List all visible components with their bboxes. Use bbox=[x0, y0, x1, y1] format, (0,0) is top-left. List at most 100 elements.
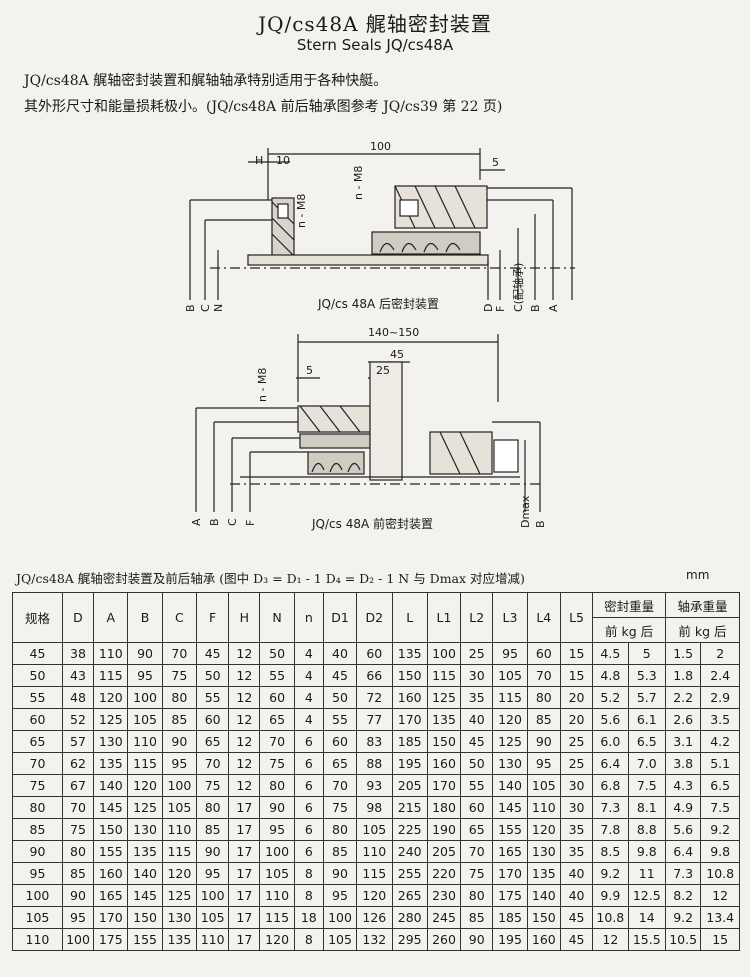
table-cell: 135 bbox=[426, 708, 462, 731]
table-cell: 295 bbox=[391, 928, 428, 951]
front-dim-45: 45 bbox=[390, 348, 404, 361]
table-cell: 12 bbox=[700, 884, 740, 907]
table-cell: 90 bbox=[196, 840, 230, 863]
table-cell: 70 bbox=[161, 642, 198, 665]
table-cell: 50 bbox=[259, 642, 295, 665]
table-cell: 55 bbox=[460, 774, 494, 797]
table-cell: 60 bbox=[259, 686, 295, 709]
table-cell: 135 bbox=[93, 752, 129, 775]
table-cell: 140 bbox=[492, 774, 528, 797]
table-cell: 225 bbox=[391, 818, 428, 841]
table-cell: 100 bbox=[161, 774, 198, 797]
table-cell: 30 bbox=[460, 664, 494, 687]
table-cell: 75 bbox=[196, 774, 230, 797]
col-header: N bbox=[259, 592, 295, 643]
table-cell: 6.8 bbox=[592, 774, 629, 797]
table-cell: 95 bbox=[322, 884, 358, 907]
table-cell: 72 bbox=[356, 686, 393, 709]
front-bolt: n - M8 bbox=[256, 368, 269, 402]
table-cell: 95 bbox=[127, 664, 163, 687]
table-cell: 120 bbox=[93, 686, 129, 709]
table-cell: 60 bbox=[356, 642, 393, 665]
table-cell: 40 bbox=[559, 862, 594, 885]
table-cell: 75 bbox=[322, 796, 358, 819]
table-cell: 90 bbox=[127, 642, 163, 665]
table-cell: 8.1 bbox=[627, 796, 666, 819]
table-cell: 1.5 bbox=[664, 642, 702, 665]
table-cell: 120 bbox=[127, 774, 163, 797]
table-cell: 65 bbox=[12, 730, 63, 753]
table-cell: 4.8 bbox=[592, 664, 629, 687]
table-cell: 6 bbox=[293, 774, 324, 797]
table-cell: 15 bbox=[559, 642, 594, 665]
table-cell: 150 bbox=[93, 818, 129, 841]
col-header: L3 bbox=[492, 592, 528, 643]
table-cell: 105 bbox=[526, 774, 561, 797]
page-subtitle: Stern Seals JQ/cs48A bbox=[296, 36, 454, 54]
col-header: n bbox=[293, 592, 324, 643]
table-cell: 105 bbox=[259, 862, 295, 885]
table-cell: 115 bbox=[93, 664, 129, 687]
table-cell: 35 bbox=[460, 686, 494, 709]
table-cell: 1.8 bbox=[664, 664, 702, 687]
front-dim-overall: 140~150 bbox=[368, 326, 419, 339]
table-cell: 145 bbox=[492, 796, 528, 819]
table-cell: 6 bbox=[293, 752, 324, 775]
table-cell: 130 bbox=[492, 752, 528, 775]
table-cell: 45 bbox=[322, 664, 358, 687]
table-cell: 75 bbox=[161, 664, 198, 687]
table-cell: 260 bbox=[426, 928, 462, 951]
table-cell: 115 bbox=[492, 686, 528, 709]
intro-line-2: 其外形尺寸和能量损耗极小。(JQ/cs48A 前后轴承图参考 JQ/cs39 第… bbox=[24, 99, 503, 115]
table-cell: 90 bbox=[161, 730, 198, 753]
table-cell: 170 bbox=[93, 906, 129, 929]
table-cell: 150 bbox=[526, 906, 561, 929]
table-cell: 4.2 bbox=[700, 730, 740, 753]
table-cell: 12 bbox=[228, 774, 261, 797]
table-cell: 4.3 bbox=[664, 774, 702, 797]
table-cell: 105 bbox=[12, 906, 63, 929]
table-cell: 3.5 bbox=[700, 708, 740, 731]
table-cell: 105 bbox=[127, 708, 163, 731]
table-cell: 8.5 bbox=[592, 840, 629, 863]
table-cell: 55 bbox=[322, 708, 358, 731]
table-cell: 130 bbox=[161, 906, 198, 929]
table-cell: 25 bbox=[460, 642, 494, 665]
col-header: B bbox=[127, 592, 163, 643]
table-cell: 100 bbox=[426, 642, 462, 665]
table-cell: 55 bbox=[12, 686, 63, 709]
col-header: D1 bbox=[322, 592, 358, 643]
table-cell: 52 bbox=[61, 708, 95, 731]
table-note: JQ/cs48A 艉轴密封装置及前后轴承 (图中 D₃ = D₁ - 1 D₄ … bbox=[16, 571, 525, 586]
table-cell: 155 bbox=[93, 840, 129, 863]
front-dim-25: 25 bbox=[376, 364, 390, 377]
table-cell: 12 bbox=[228, 642, 261, 665]
table-cell: 8 bbox=[293, 928, 324, 951]
table-cell: 245 bbox=[426, 906, 462, 929]
col-header: L bbox=[391, 592, 428, 643]
table-cell: 60 bbox=[526, 642, 561, 665]
table-cell: 135 bbox=[391, 642, 428, 665]
table-cell: 150 bbox=[426, 730, 462, 753]
rear-left-label-c: C bbox=[199, 304, 212, 312]
table-cell: 165 bbox=[492, 840, 528, 863]
col-header: L5 bbox=[559, 592, 594, 643]
table-cell: 80 bbox=[161, 686, 198, 709]
table-cell: 20 bbox=[559, 686, 594, 709]
table-cell: 4 bbox=[293, 664, 324, 687]
table-cell: 80 bbox=[526, 686, 561, 709]
table-cell: 90 bbox=[12, 840, 63, 863]
table-cell: 95 bbox=[259, 818, 295, 841]
table-cell: 45 bbox=[460, 730, 494, 753]
table-cell: 125 bbox=[127, 796, 163, 819]
table-cell: 9.2 bbox=[700, 818, 740, 841]
rear-dim-100: 100 bbox=[370, 140, 391, 153]
table-cell: 6.4 bbox=[592, 752, 629, 775]
table-cell: 105 bbox=[322, 928, 358, 951]
table-cell: 175 bbox=[492, 884, 528, 907]
rear-left-label-b: B bbox=[184, 304, 197, 312]
